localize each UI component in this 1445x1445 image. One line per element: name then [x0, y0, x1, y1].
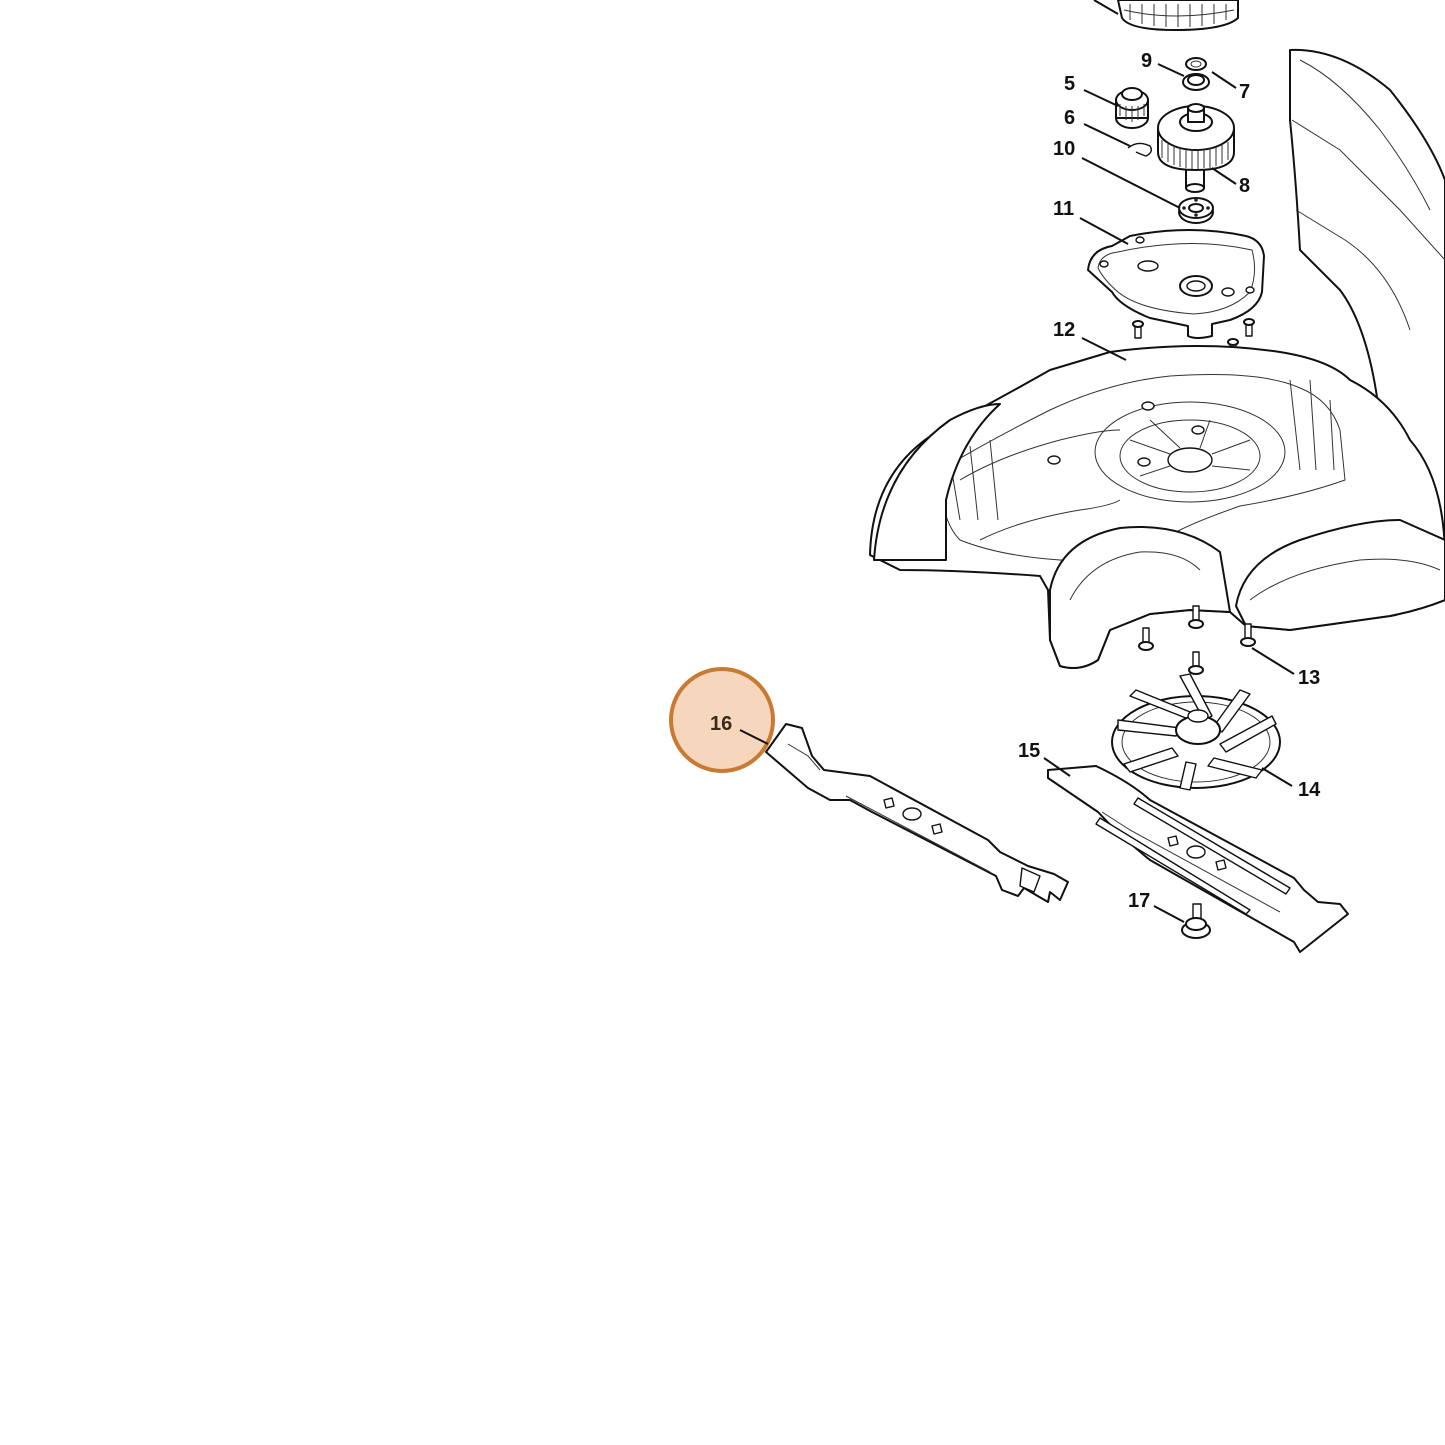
callout-label-13[interactable]: 13: [1298, 667, 1320, 689]
callout-label-12[interactable]: 12: [1053, 319, 1075, 341]
ball-bearing-part[interactable]: [1178, 197, 1214, 224]
screws-group-13[interactable]: [1138, 605, 1256, 675]
drive-belt-part[interactable]: [1093, 0, 1239, 31]
callout-label-16[interactable]: 16: [710, 713, 732, 735]
highlight-circle: [669, 667, 775, 773]
pulley-part[interactable]: [1115, 87, 1149, 129]
callout-label-6[interactable]: 6: [1064, 107, 1075, 129]
gear-wheel-part[interactable]: [1157, 103, 1235, 193]
blade-bolt-part[interactable]: [1181, 903, 1211, 939]
callout-label-15[interactable]: 15: [1018, 740, 1040, 762]
fan-impeller-part[interactable]: [1111, 673, 1281, 791]
washer-part[interactable]: [1185, 57, 1207, 71]
callout-label-5[interactable]: 5: [1064, 73, 1075, 95]
leader-lines: [739, 63, 1295, 923]
callout-label-7[interactable]: 7: [1239, 81, 1250, 103]
callout-label-10[interactable]: 10: [1053, 138, 1075, 160]
standard-blade-part[interactable]: [765, 723, 1069, 903]
small-bearing-part[interactable]: [1182, 73, 1210, 91]
mulching-blade-part[interactable]: [1047, 765, 1349, 953]
gearbox-housing-part[interactable]: [1087, 229, 1265, 339]
callout-labels: 9 7 5 6 10 8 11 12 13 14 15 16 17: [710, 50, 1321, 912]
retaining-clip-part[interactable]: [1127, 142, 1153, 157]
callout-label-11[interactable]: 11: [1053, 198, 1074, 220]
callout-label-9[interactable]: 9: [1141, 50, 1152, 72]
mower-deck-housing: [869, 48, 1445, 669]
callout-label-8[interactable]: 8: [1239, 175, 1250, 197]
callout-label-14[interactable]: 14: [1298, 779, 1321, 801]
callout-label-17[interactable]: 17: [1128, 890, 1150, 912]
